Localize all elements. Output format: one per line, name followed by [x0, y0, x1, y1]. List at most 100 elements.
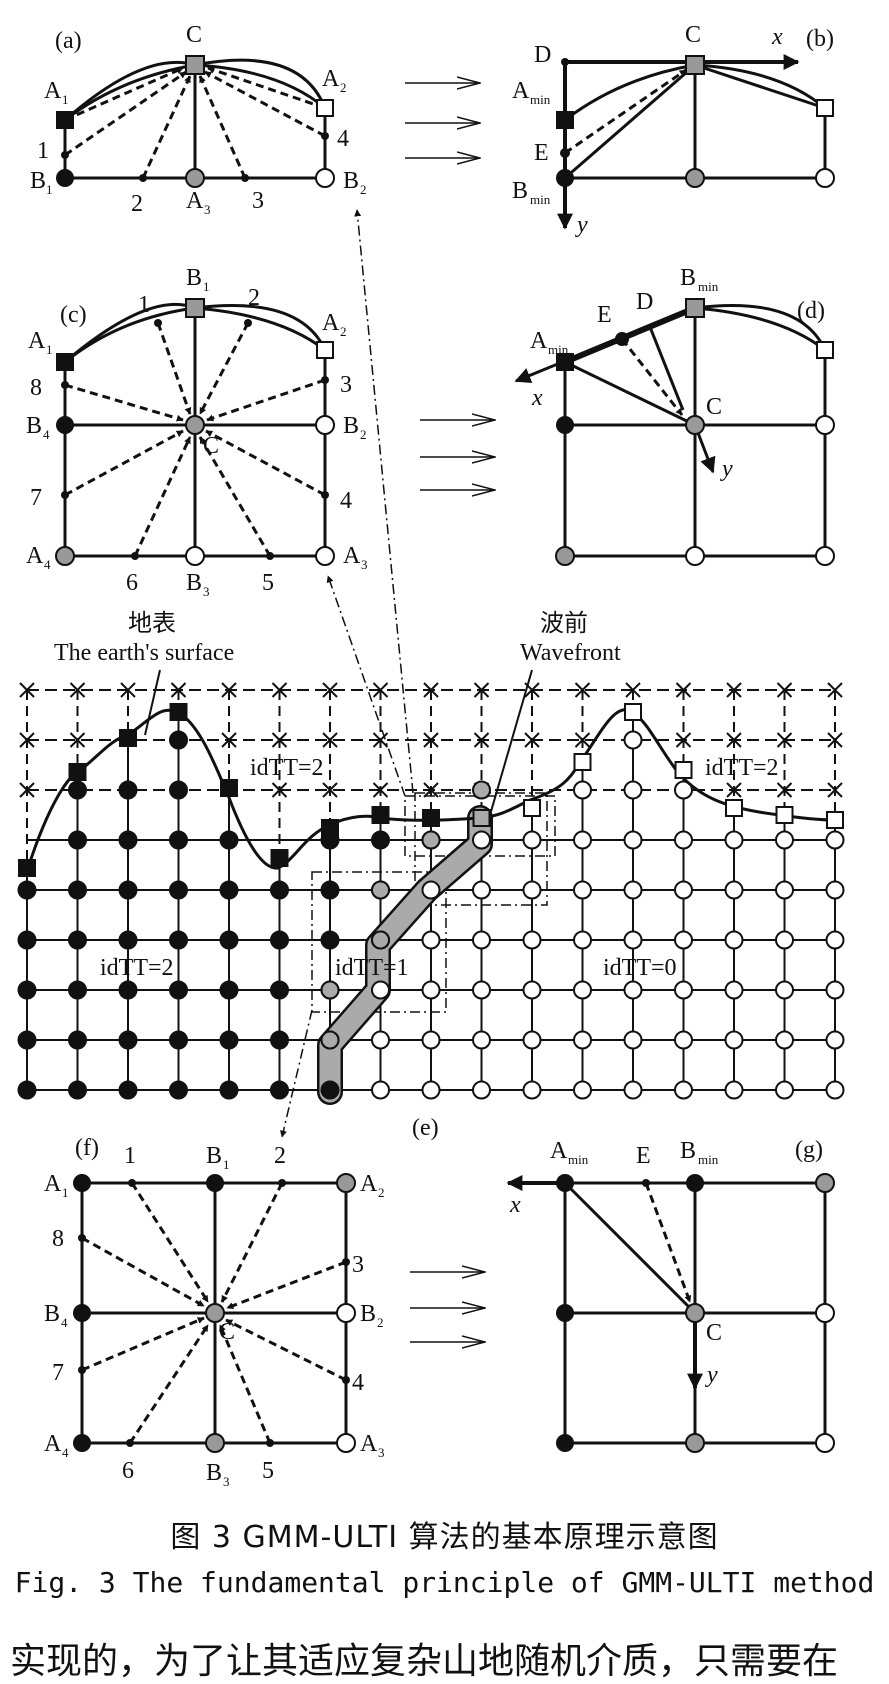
- node-d: D: [534, 42, 551, 68]
- point-1: 1: [37, 138, 49, 164]
- medium-node: [623, 730, 643, 750]
- node-a1-sub: 1: [46, 342, 53, 357]
- air-node-marker: [372, 732, 389, 748]
- medium-node: [674, 930, 693, 950]
- medium-node: [623, 1030, 643, 1050]
- medium-node: [118, 1030, 138, 1050]
- node-a4-sub: 4: [62, 1445, 69, 1460]
- wavefront-label-en: Wavefront: [520, 640, 621, 666]
- surface-node: [826, 811, 844, 829]
- medium-node: [522, 980, 542, 1000]
- medium-node: [421, 1080, 441, 1100]
- surface-node: [119, 729, 137, 747]
- panel-e-label: (e): [412, 1115, 439, 1141]
- medium-node: [623, 1080, 643, 1100]
- air-node-marker: [827, 782, 843, 798]
- air-node-marker: [776, 682, 793, 698]
- medium-node: [522, 1080, 542, 1100]
- node-b2: B: [343, 168, 359, 194]
- region-idtt-1: idTT=1: [335, 955, 409, 981]
- node-amin-sub: min: [568, 1152, 589, 1167]
- wavefront-node: [371, 880, 390, 900]
- air-node-marker: [19, 732, 35, 748]
- node-c: C: [706, 394, 722, 420]
- point-5: 5: [262, 1458, 274, 1484]
- point-2: 2: [274, 1143, 286, 1169]
- medium-node: [421, 880, 441, 900]
- node-amin-sub: min: [548, 342, 569, 357]
- air-node-marker: [726, 732, 742, 748]
- air-node-marker: [120, 682, 136, 698]
- medium-node: [674, 980, 693, 1000]
- air-node-marker: [322, 782, 338, 798]
- medium-node: [68, 930, 87, 950]
- medium-node: [118, 830, 138, 850]
- medium-node: [219, 880, 239, 900]
- medium-node: [674, 830, 693, 850]
- medium-node: [118, 980, 138, 1000]
- air-node-marker: [675, 682, 692, 698]
- surface-node: [371, 806, 390, 824]
- medium-node: [68, 1080, 87, 1100]
- point-6: 6: [122, 1458, 134, 1484]
- node-a1: A: [44, 78, 62, 104]
- axis-x: x: [509, 1192, 521, 1218]
- node-amin: A: [530, 328, 548, 354]
- air-node-marker: [19, 682, 35, 698]
- node-a3-sub: 3: [361, 557, 368, 572]
- medium-node: [17, 930, 37, 950]
- medium-node: [825, 1030, 845, 1050]
- medium-node: [573, 780, 592, 800]
- medium-node: [573, 930, 592, 950]
- medium-node: [270, 1080, 289, 1100]
- medium-node: [169, 780, 188, 800]
- air-node-marker: [574, 682, 591, 698]
- air-node-marker: [827, 732, 843, 748]
- node-b1: B: [186, 265, 202, 291]
- surface-node: [472, 809, 491, 827]
- axis-y: y: [705, 1362, 718, 1388]
- air-node-marker: [776, 732, 793, 748]
- medium-node: [522, 830, 542, 850]
- medium-node: [270, 980, 289, 1000]
- point-2: 2: [248, 285, 260, 311]
- transition-arrows-fg: [410, 1272, 485, 1342]
- surface-node: [725, 799, 743, 817]
- node-a2-sub: 2: [340, 80, 347, 95]
- medium-node: [472, 1080, 491, 1100]
- node-a1-sub: 1: [62, 92, 69, 107]
- node-c: C: [706, 1320, 722, 1346]
- axis-y: y: [575, 212, 588, 238]
- air-node-marker: [271, 782, 288, 798]
- air-node-marker: [776, 782, 793, 798]
- surface-label-en: The earth's surface: [54, 640, 234, 666]
- medium-node: [371, 980, 390, 1000]
- region-idtt-2-top-right: idTT=2: [705, 755, 779, 781]
- medium-node: [775, 880, 794, 900]
- medium-node: [118, 780, 138, 800]
- air-node-marker: [221, 682, 237, 698]
- node-b1-sub: 1: [203, 279, 210, 294]
- node-a3: A: [360, 1431, 378, 1457]
- air-node-marker: [423, 782, 439, 798]
- air-node-marker: [625, 682, 641, 698]
- node-bmin-sub: min: [698, 279, 719, 294]
- node-a1: A: [44, 1171, 62, 1197]
- surface-label-cn: 地表: [128, 610, 176, 637]
- point-3: 3: [252, 188, 264, 214]
- node-a3-sub: 3: [204, 202, 211, 217]
- point-5: 5: [262, 570, 274, 596]
- air-node-marker: [69, 682, 86, 698]
- medium-node: [623, 930, 643, 950]
- node-a2: A: [322, 66, 340, 92]
- medium-node: [17, 1080, 37, 1100]
- node-a4: A: [44, 1431, 62, 1457]
- node-a2-sub: 2: [378, 1185, 385, 1200]
- medium-node: [724, 880, 744, 900]
- medium-node: [371, 830, 390, 850]
- medium-node: [68, 780, 87, 800]
- air-node-marker: [574, 732, 591, 748]
- surface-node: [169, 703, 188, 721]
- air-node-marker: [19, 782, 35, 798]
- medium-node: [674, 880, 693, 900]
